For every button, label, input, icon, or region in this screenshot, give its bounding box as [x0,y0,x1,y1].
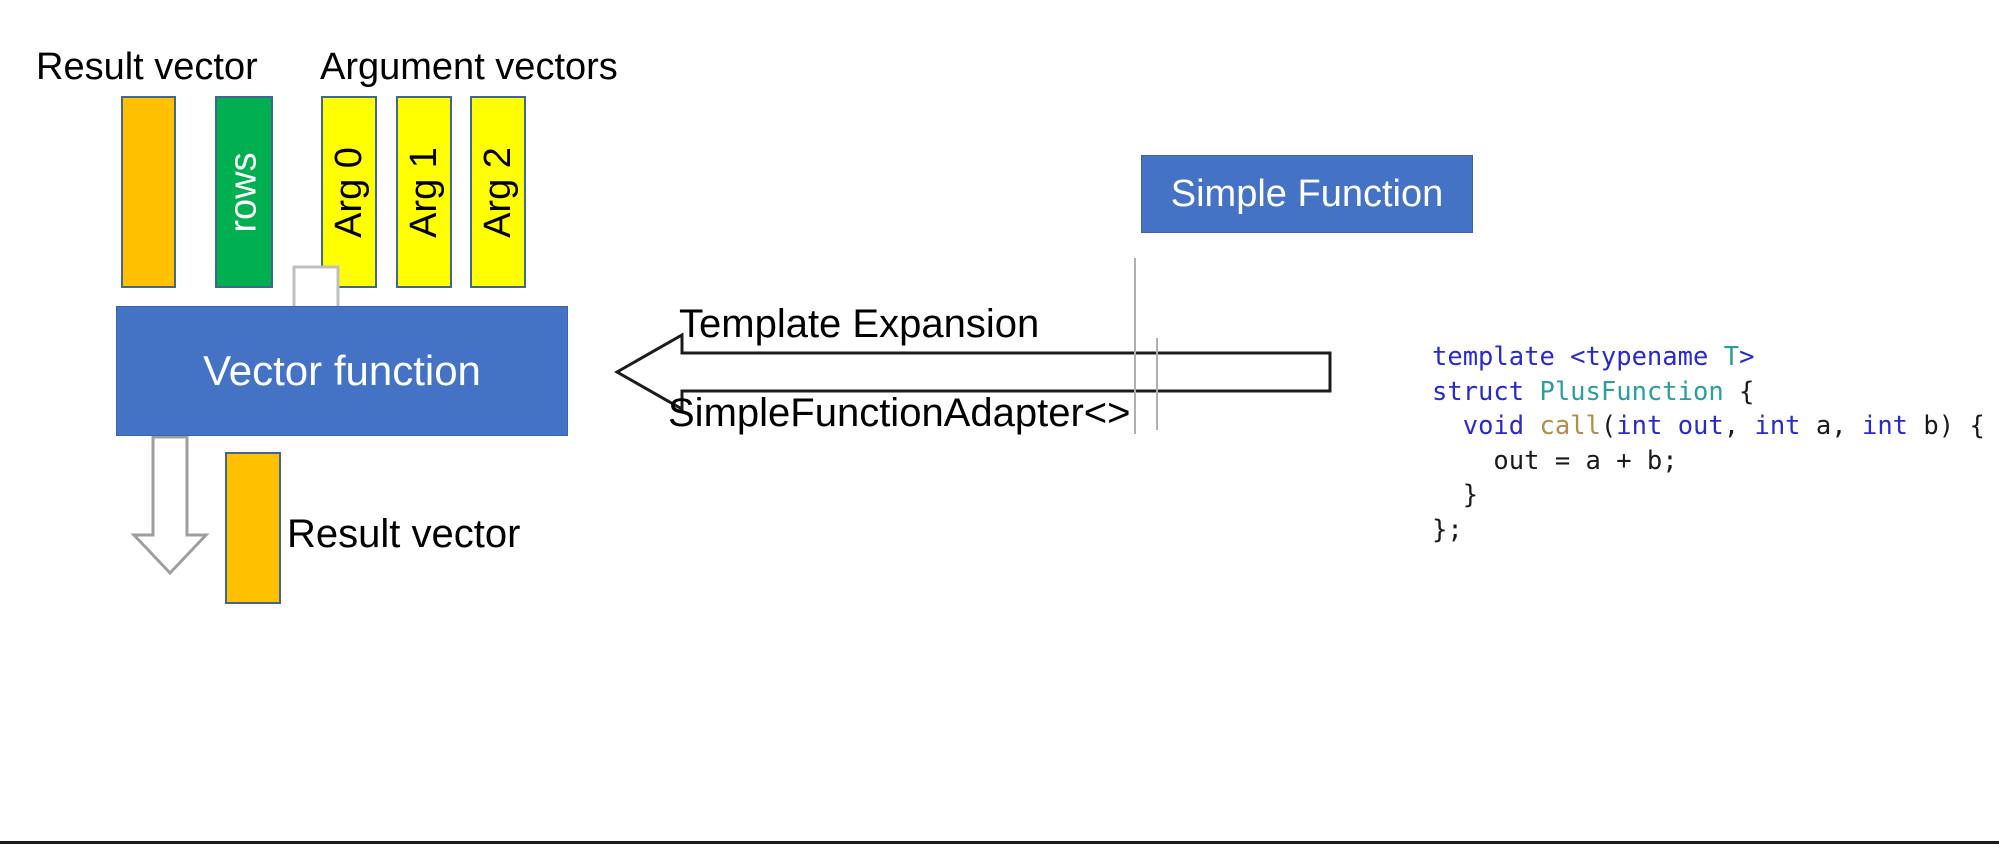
result-vector-caption: Result vector [287,512,521,556]
result-vector-bar-bottom[interactable] [225,452,281,604]
code-token: <typename [1570,342,1724,372]
vector-function-box-label: Vector function [203,347,481,394]
code-snippet[interactable]: template <typename T>struct PlusFunction… [1432,340,1985,547]
code-line: template <typename T> [1432,340,1985,375]
code-indent-guide-inner [1156,338,1158,430]
rows-vector-label: rows [222,151,265,233]
code-token: a [1815,411,1832,441]
code-token: { [1723,376,1755,407]
argument-vector-label-arg1: Arg 1 [402,146,445,238]
code-token: ( [1600,411,1617,441]
code-token: int [1754,411,1816,441]
code-token: int [1861,411,1924,441]
code-token: out = a + b; [1432,445,1678,476]
simple-function-box-label: Simple Function [1170,172,1444,215]
code-line: struct PlusFunction { [1432,375,1985,410]
code-line: } [1432,478,1985,513]
code-token: ) { [1938,411,1985,441]
code-token: T [1723,342,1740,372]
code-token: PlusFunction [1539,376,1724,407]
code-token: void [1462,411,1540,441]
argument-vector-bar-arg2[interactable]: Arg 2 [470,96,526,288]
result-vector-bar-top[interactable] [121,96,176,288]
code-token [1432,411,1463,441]
code-line: }; [1432,513,1985,548]
code-indent-guide-outer [1134,258,1136,434]
template-expansion-label: Template Expansion [679,302,1040,346]
code-token: b [1923,411,1939,441]
header-result-vector: Result vector [36,46,258,88]
argument-vector-label-arg2: Arg 2 [476,146,519,238]
argument-vector-bar-arg1[interactable]: Arg 1 [396,96,452,288]
code-line: void call(int out, int a, int b) { [1432,409,1985,444]
output-down-arrow [130,435,210,576]
code-token: call [1539,411,1601,441]
code-token: , [1831,411,1862,441]
header-argument-vectors: Argument vectors [320,46,618,88]
code-token: struct [1432,376,1540,407]
code-token: out [1677,411,1724,441]
simple-function-box[interactable]: Simple Function [1141,155,1473,233]
code-token: }; [1432,514,1463,545]
code-line: out = a + b; [1432,444,1985,479]
argument-vector-label-arg0: Arg 0 [327,146,370,238]
code-token: , [1723,411,1755,441]
rows-vector-bar[interactable]: rows [215,96,273,288]
argument-vector-bar-arg0[interactable]: Arg 0 [321,96,377,288]
code-token: > [1739,342,1755,372]
code-token: template [1432,342,1571,372]
simple-function-adapter-label: SimpleFunctionAdapter<> [668,391,1131,435]
slide-bottom-rule [0,841,1999,844]
vector-function-box[interactable]: Vector function [116,306,568,436]
code-token: int [1616,411,1678,441]
code-token: } [1432,480,1479,510]
